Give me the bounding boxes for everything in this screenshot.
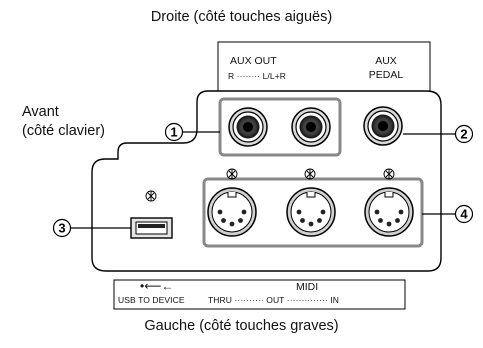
pedal-label: PEDAL bbox=[368, 69, 404, 81]
usb-to-device-port bbox=[130, 217, 173, 239]
callout-number-3: 3 bbox=[58, 221, 65, 236]
midi-label: MIDI bbox=[296, 281, 319, 293]
bottom-label-box bbox=[113, 279, 406, 310]
midi-thru-port bbox=[207, 187, 257, 237]
top-caption: Droite (côté touches aiguës) bbox=[150, 9, 333, 25]
callout-number-2: 2 bbox=[460, 127, 467, 142]
midi-ports-label: THRU ·········· OUT ·············· IN bbox=[208, 295, 339, 305]
callout-circle-3 bbox=[52, 218, 72, 238]
screw-symbol-midi-2 bbox=[304, 168, 316, 180]
usb-to-device-label: USB TO DEVICE bbox=[118, 295, 185, 305]
midi-in-port bbox=[364, 187, 414, 237]
aux-out-channels-label: R ········ L/L+R bbox=[228, 71, 287, 81]
top-label-box bbox=[217, 41, 431, 92]
callout-circle-2 bbox=[454, 124, 474, 144]
aux-out-frame bbox=[218, 97, 342, 157]
aux-pedal-jack bbox=[363, 106, 403, 146]
aux-out-l-jack bbox=[291, 107, 331, 147]
aux-label: AUX bbox=[375, 55, 397, 67]
callout-number-1: 1 bbox=[170, 125, 177, 140]
screw-symbol-midi-1 bbox=[226, 168, 238, 180]
aux-out-label: AUX OUT bbox=[230, 55, 277, 67]
callout-circle-4 bbox=[454, 204, 474, 224]
bottom-caption: Gauche (côté touches graves) bbox=[144, 318, 339, 334]
midi-out-port bbox=[286, 187, 336, 237]
screw-symbol-usb bbox=[145, 190, 157, 202]
panel-outline bbox=[91, 90, 442, 272]
callout-circle-1 bbox=[164, 122, 184, 142]
front-label-line1: Avant bbox=[22, 104, 59, 120]
front-label-line2: (côté clavier) bbox=[22, 123, 105, 139]
aux-out-r-jack bbox=[228, 107, 268, 147]
callout-number-4: 4 bbox=[460, 207, 468, 222]
midi-frame bbox=[202, 177, 424, 248]
screw-symbol-midi-3 bbox=[383, 168, 395, 180]
usb-icon: •⟵← bbox=[140, 279, 174, 293]
